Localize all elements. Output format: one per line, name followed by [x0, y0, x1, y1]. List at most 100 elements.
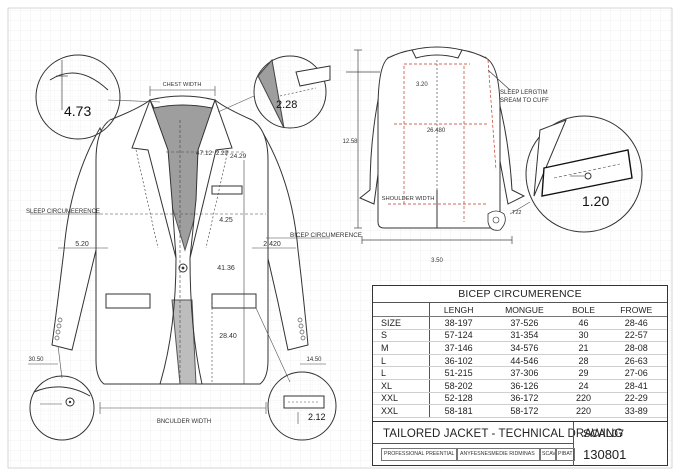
spec-table-header-row: LENGH MONGUE BOLE FROWE: [373, 303, 667, 317]
front-dimension-lines: [28, 86, 330, 414]
table-cell: 34-576: [487, 341, 562, 355]
table-cell: 21: [561, 341, 606, 355]
table-cell: 46: [561, 316, 606, 330]
table-cell: 28-46: [605, 316, 667, 330]
collar-callout-value: 4.73: [64, 103, 91, 119]
table-cell: 33-89: [605, 404, 667, 418]
table-cell: 28: [561, 354, 606, 368]
table-cell: XL: [373, 379, 430, 393]
back-shoulder-width-label: SHOULDER WIDTH: [382, 196, 435, 202]
title-field: PROFESSIONAL PREENTIAL: [381, 448, 457, 461]
back-cuff-detail: [487, 210, 506, 231]
pocket-flap-callout: 1.20: [509, 115, 643, 233]
shoulder-width-label: BNCULDER WIDTH: [157, 419, 211, 425]
table-cell: 22-29: [605, 392, 667, 406]
pocket-flap-callout-value: 1.20: [582, 193, 609, 209]
back-labels: 3.20 26.480 12.58 SHOULDER WIDTH 3.50 T2…: [342, 82, 549, 264]
table-row: XXL 58-181 58-172 220 33-89: [373, 404, 667, 418]
table-cell: 26-63: [605, 354, 667, 368]
table-cell: M: [373, 341, 430, 355]
table-cell: SIZE: [373, 316, 430, 330]
table-cell: 36-126: [487, 379, 562, 393]
table-cell: 57-124: [429, 329, 488, 343]
title-divider-vertical: [573, 422, 574, 466]
back-top-dim: 3.20: [416, 82, 428, 88]
table-cell: 58-172: [487, 404, 562, 418]
chest-dim-c: 24.29: [230, 153, 247, 160]
collar-callout: 4.73: [35, 54, 161, 140]
table-cell: L: [373, 366, 430, 380]
front-labels: CHEST WIDTH 47.12 2.29 24.29 SLEEP CIRCU…: [26, 82, 362, 425]
title-field: PIBAT: [555, 448, 575, 461]
table-row: L 51-215 37-306 29 27-06: [373, 366, 667, 380]
table-cell: 44-546: [487, 354, 562, 368]
chest-pocket: [211, 185, 243, 195]
back-dimension-lines: [346, 49, 513, 244]
table-cell: 28-08: [605, 341, 667, 355]
spec-table-title: BICEP CIRCUMERENCE: [373, 286, 667, 303]
title-field: SCAV: [539, 448, 557, 461]
back-height-dim: 12.58: [342, 139, 358, 145]
back-view-jacket: [359, 46, 526, 229]
sleep-circumference-label: SLEEP CIRCUMEERENCE: [26, 209, 100, 215]
scale-label: SCAL07: [583, 428, 624, 440]
right-dim: 2.420: [263, 241, 281, 248]
table-cell: 37-306: [487, 366, 562, 380]
table-cell: 30: [561, 329, 606, 343]
title-block: TAILORED JACKET - TECHNICAL DRAWING SCAL…: [372, 422, 668, 466]
spec-col-header: LENGH: [429, 303, 488, 317]
hem-right-dim: 14.50: [306, 357, 322, 363]
table-cell: 36-172: [487, 392, 562, 406]
table-cell: 29: [561, 366, 606, 380]
spec-col-header: FROWE: [605, 303, 667, 317]
waist-dim: 41.36: [217, 265, 235, 272]
table-row: S 57-124 31-354 30 22-57: [373, 329, 667, 343]
spec-col-header: [373, 303, 430, 317]
table-cell: 52-128: [429, 392, 488, 406]
front-view-jacket: [51, 95, 309, 385]
table-cell: 27-06: [605, 366, 667, 380]
spec-col-header: BOLE: [561, 303, 606, 317]
right-pocket-flap: [211, 293, 257, 309]
lapel-callout: 2.28: [217, 55, 331, 129]
table-row: L 36-102 44-546 28 26-63: [373, 354, 667, 368]
pocket-callout: 2.12: [255, 307, 337, 441]
chest-width-label: CHEST WIDTH: [163, 82, 202, 88]
table-cell: 37-146: [429, 341, 488, 355]
table-row: SIZE 38-197 37-526 46 28-46: [373, 316, 667, 330]
drawing-number: 130801: [583, 447, 627, 462]
length-dim: 28.40: [219, 333, 237, 340]
hem-left-dim: 30.50: [28, 357, 44, 363]
table-cell: 220: [561, 404, 606, 418]
table-cell: 37-526: [487, 316, 562, 330]
back-chest-dim: 26.480: [427, 128, 446, 134]
sleep-length-label: SLEEP LERGTIM SREAM TO CUFF: [500, 90, 549, 104]
table-row: M 37-146 34-576 21 28-08: [373, 341, 667, 355]
mid-dim: 4.25: [219, 217, 233, 224]
table-cell: 220: [561, 392, 606, 406]
table-cell: 58-181: [429, 404, 488, 418]
title-field: ANYFESNESMEDIE RIDMINAS: [457, 448, 541, 461]
table-cell: XXL: [373, 392, 430, 406]
left-dim: 5.20: [75, 241, 89, 248]
spec-col-header: MONGUE: [487, 303, 562, 317]
table-cell: 36-102: [429, 354, 488, 368]
chest-dim-b: 2.29: [216, 151, 228, 157]
table-cell: 51-215: [429, 366, 488, 380]
table-cell: 58-202: [429, 379, 488, 393]
table-cell: XXL: [373, 404, 430, 418]
table-cell: 38-197: [429, 316, 488, 330]
table-cell: L: [373, 354, 430, 368]
table-cell: 24: [561, 379, 606, 393]
cuff-button-callout: [29, 345, 95, 441]
lapel-callout-value: 2.28: [276, 99, 297, 111]
back-cuff-dim: T22: [512, 210, 521, 216]
spec-table-grid: LENGH MONGUE BOLE FROWE SIZE 38-197 37-5…: [373, 303, 667, 418]
table-cell: 22-57: [605, 329, 667, 343]
spec-table: BICEP CIRCUMERENCE LENGH MONGUE BOLE FRO…: [372, 285, 668, 422]
table-cell: 28-41: [605, 379, 667, 393]
back-width-dim: 3.50: [431, 258, 443, 264]
title-divider: [373, 443, 573, 444]
table-cell: 31-354: [487, 329, 562, 343]
